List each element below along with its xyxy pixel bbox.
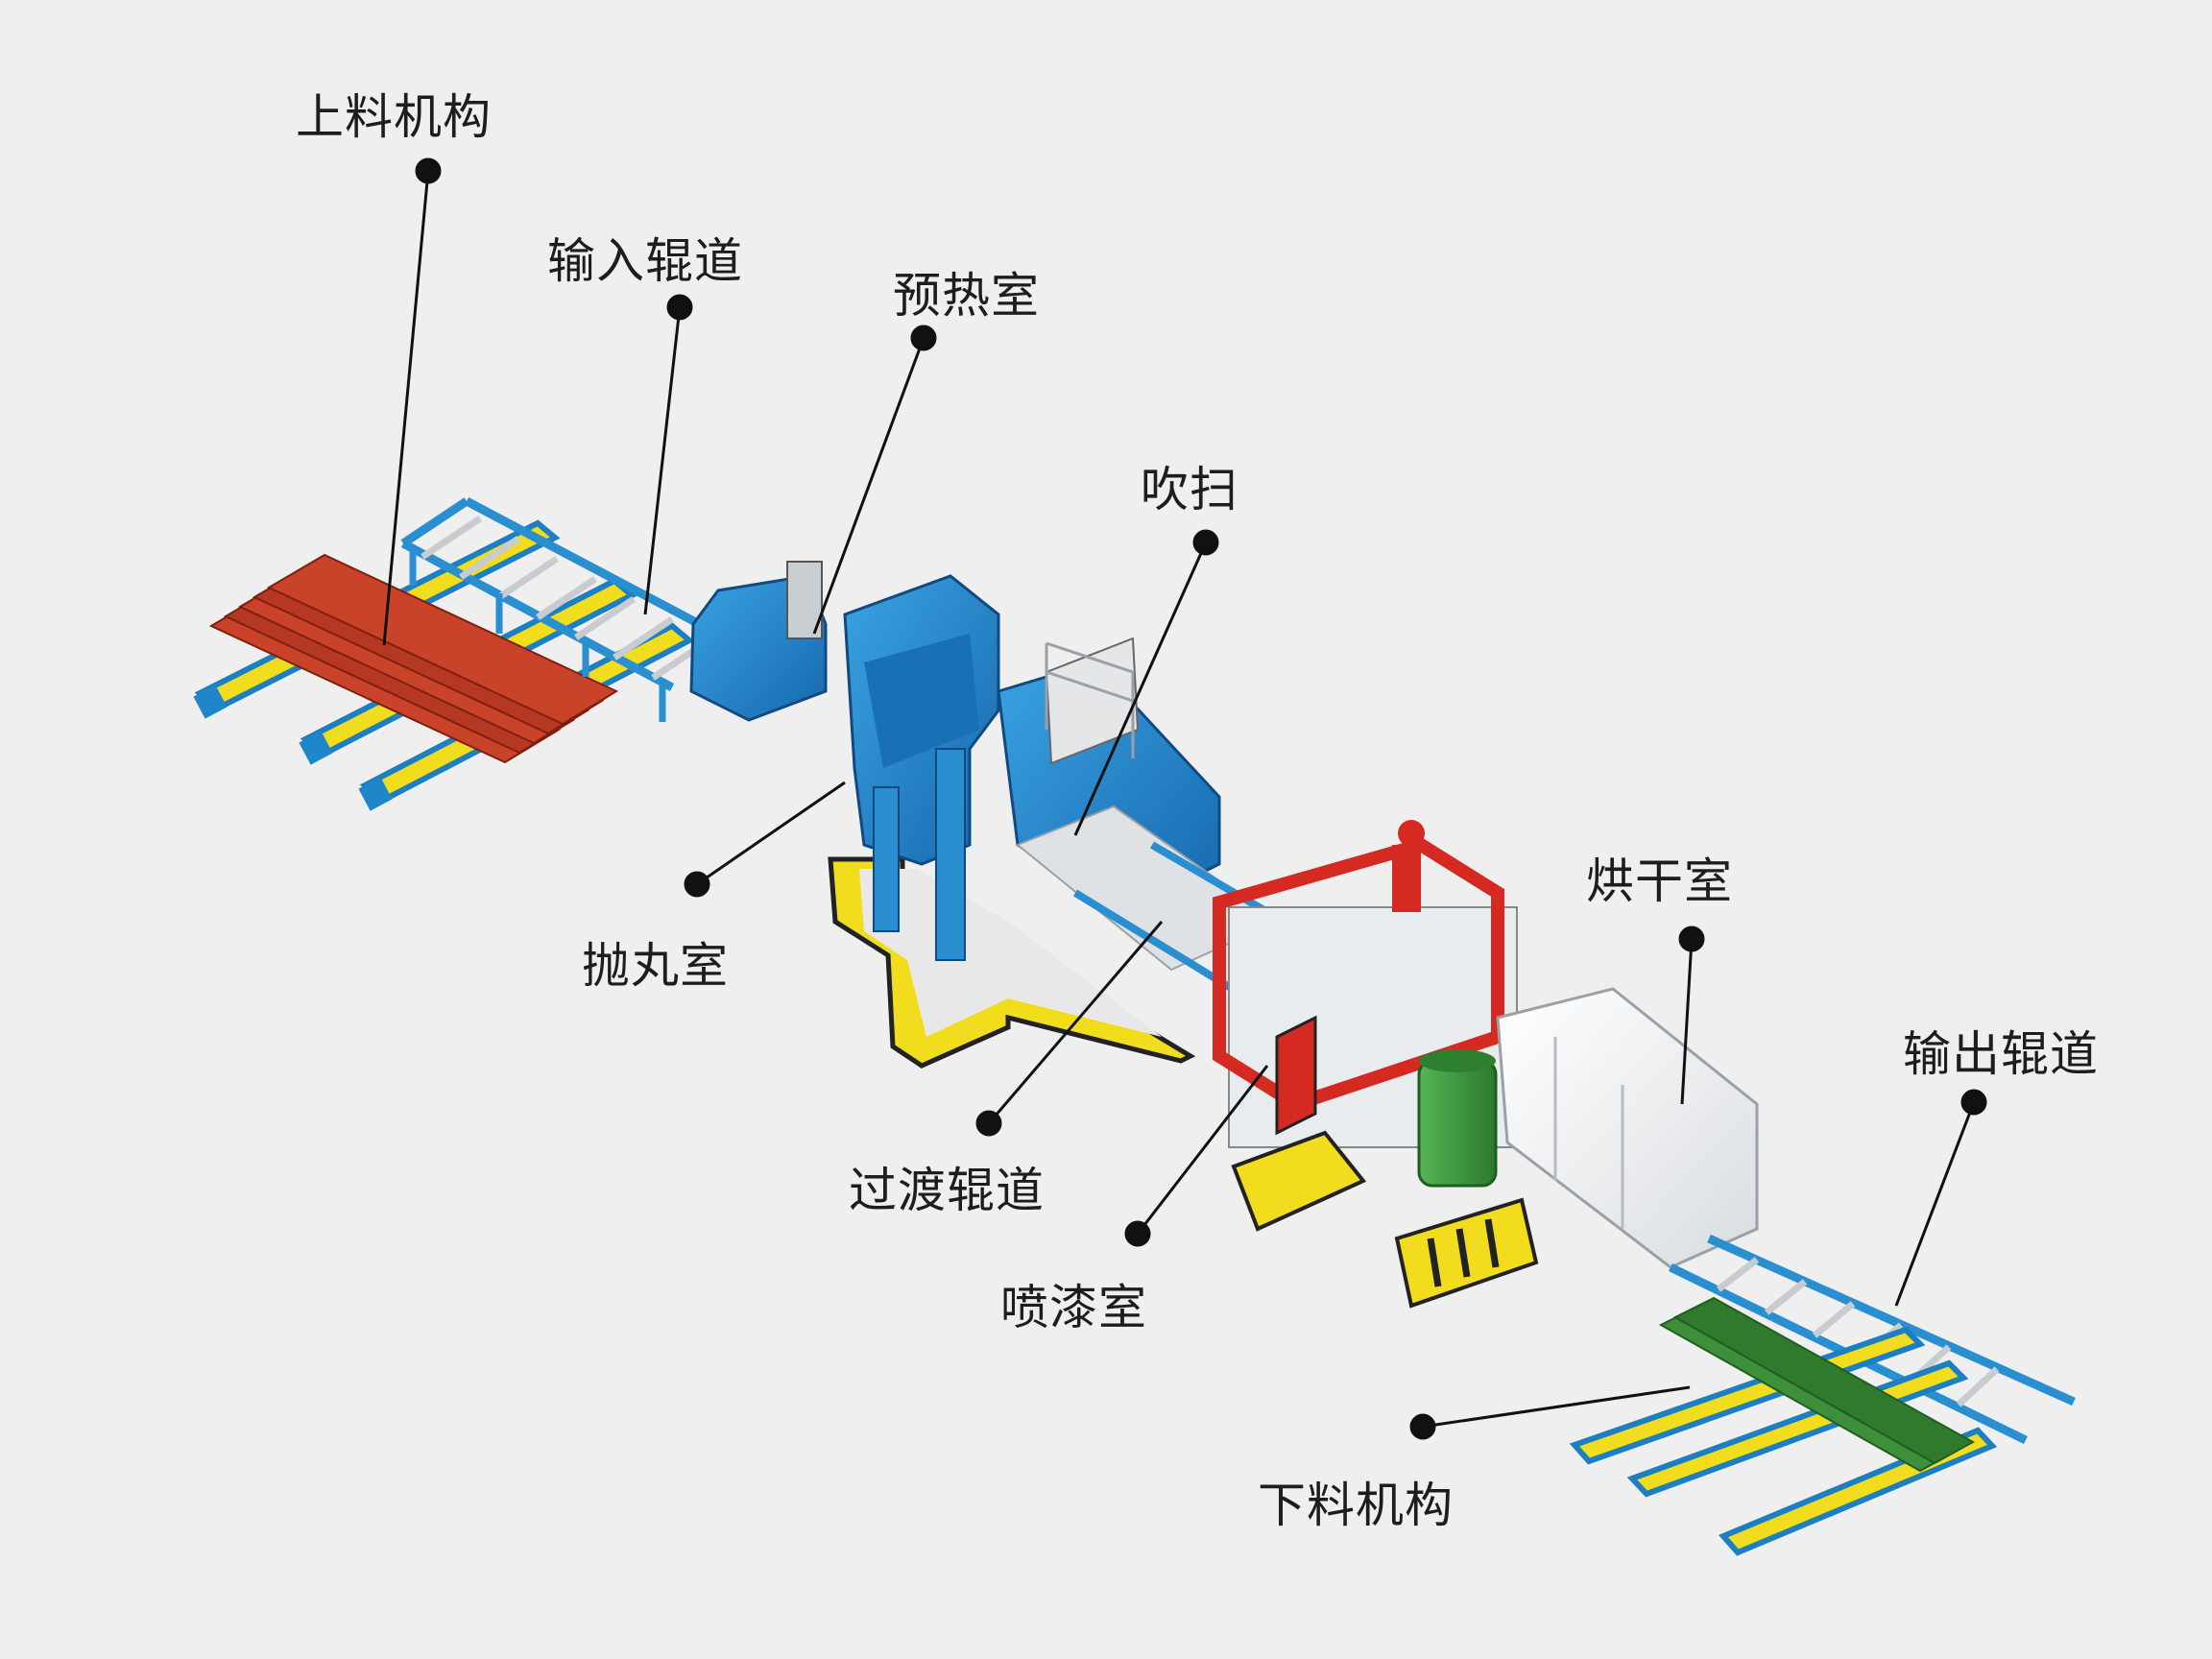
leader-lines <box>382 157 1987 1440</box>
anchor-dot-drying <box>1678 926 1705 952</box>
leader-unloading <box>1422 1385 1691 1429</box>
shot-blast-machine <box>689 561 1328 1069</box>
anchor-dot-unloading <box>1409 1413 1436 1440</box>
anchor-dot-preheat <box>910 325 937 351</box>
label-shot-blast: 抛丸室 <box>582 938 729 994</box>
anchor-dot-transition <box>975 1110 1002 1137</box>
red-steel-bars <box>208 553 619 764</box>
anchor-dot-spray <box>1124 1220 1151 1247</box>
label-unloading: 下料机构 <box>1258 1478 1454 1533</box>
leader-input-roller <box>643 306 682 615</box>
leader-output <box>1894 1101 1976 1307</box>
anchor-dot-loading <box>415 157 442 184</box>
anchor-dot-blowing <box>1192 529 1219 556</box>
spray-booth <box>1213 820 1539 1309</box>
leader-shot-blast <box>696 781 846 886</box>
anchor-dot-input-roller <box>666 294 693 321</box>
label-transition-roller: 过渡辊道 <box>849 1163 1045 1218</box>
label-loading: 上料机构 <box>296 89 492 145</box>
loading-section <box>193 497 742 811</box>
label-preheat: 预热室 <box>893 268 1040 324</box>
label-output-roller: 输出辊道 <box>1903 1026 2099 1082</box>
leader-transition <box>987 921 1164 1124</box>
green-steel-bars <box>1658 1296 1976 1473</box>
anchor-dot-shot-blast <box>684 871 710 898</box>
label-blowing: 吹扫 <box>1141 462 1238 517</box>
leader-loading <box>382 170 430 646</box>
unloading-section <box>1569 1234 2076 1556</box>
drying-oven <box>1496 987 1759 1269</box>
label-input-roller: 输入辊道 <box>547 233 743 289</box>
label-spray: 喷漆室 <box>1000 1280 1147 1335</box>
leader-blowing <box>1073 541 1208 836</box>
leader-spray <box>1136 1065 1269 1235</box>
leader-drying <box>1680 938 1694 1105</box>
label-drying: 烘干室 <box>1586 854 1733 909</box>
anchor-dot-output <box>1960 1089 1987 1116</box>
leader-preheat <box>812 337 926 635</box>
